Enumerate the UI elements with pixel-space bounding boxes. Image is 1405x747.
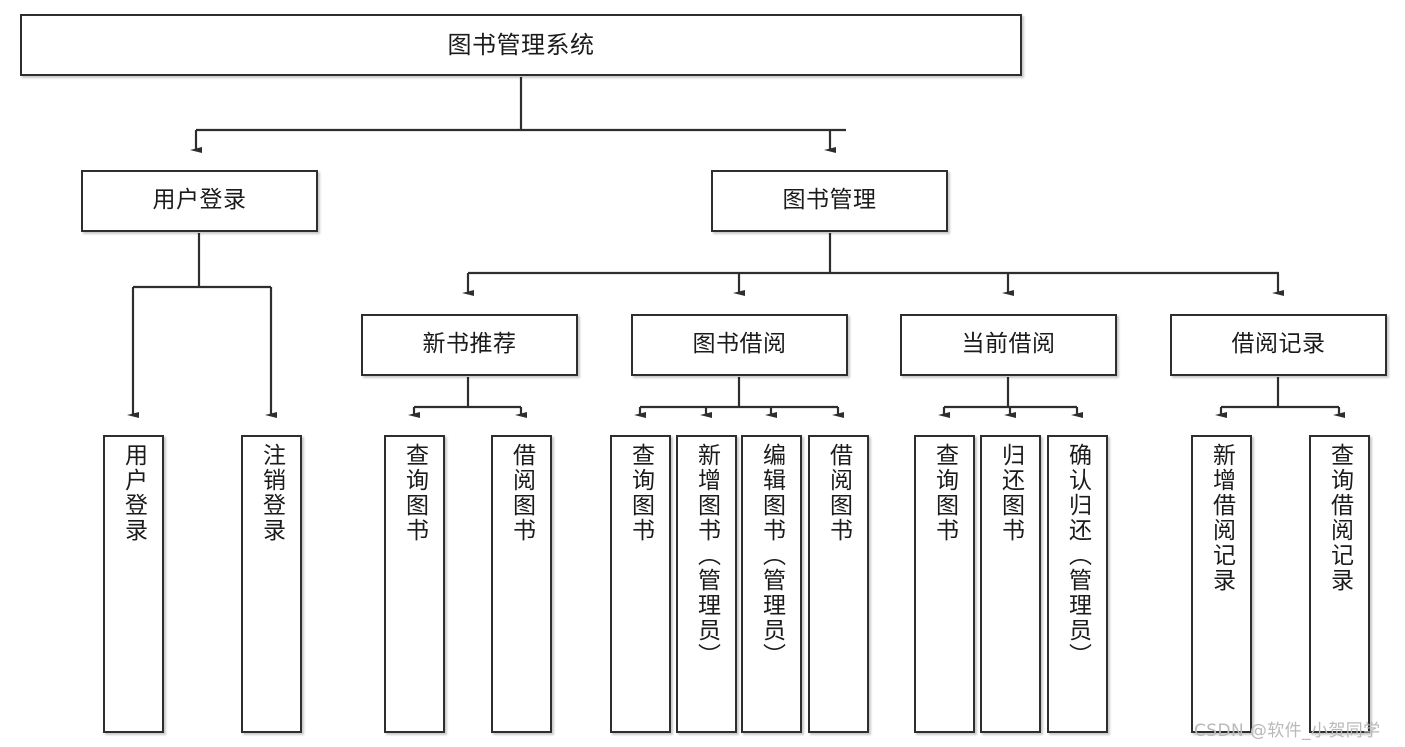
leaf-logout-login[interactable]: 注销登录 — [241, 435, 302, 733]
leaf-query-book-1[interactable]: 查询图书 — [384, 435, 445, 733]
leaf-label: 查询借阅记录 — [1326, 443, 1353, 593]
leaf-label: 编辑图书（管理员） — [758, 443, 785, 668]
leaf-borrow-book-1[interactable]: 借阅图书 — [491, 435, 552, 733]
leaf-label: 查询图书 — [401, 443, 428, 543]
leaf-label: 注销登录 — [258, 443, 285, 543]
node-current-borrow[interactable]: 当前借阅 — [900, 314, 1117, 376]
leaf-label: 归还图书 — [997, 443, 1024, 543]
leaf-user-login[interactable]: 用户登录 — [103, 435, 164, 733]
leaf-label: 借阅图书 — [508, 443, 535, 543]
leaf-label: 借阅图书 — [825, 443, 852, 543]
node-user-login[interactable]: 用户登录 — [81, 170, 318, 232]
leaf-add-book[interactable]: 新增图书（管理员） — [676, 435, 737, 733]
node-book-borrow[interactable]: 图书借阅 — [631, 314, 848, 376]
leaf-query-book-2[interactable]: 查询图书 — [610, 435, 671, 733]
leaf-add-record[interactable]: 新增借阅记录 — [1191, 435, 1252, 733]
node-book-manage[interactable]: 图书管理 — [711, 170, 948, 232]
node-new-book-recommend[interactable]: 新书推荐 — [361, 314, 578, 376]
leaf-label: 新增借阅记录 — [1208, 443, 1235, 593]
leaf-label: 查询图书 — [931, 443, 958, 543]
leaf-query-book-3[interactable]: 查询图书 — [914, 435, 975, 733]
leaf-query-record[interactable]: 查询借阅记录 — [1309, 435, 1370, 733]
leaf-label: 用户登录 — [120, 443, 147, 543]
node-borrow-record[interactable]: 借阅记录 — [1170, 314, 1387, 376]
leaf-borrow-book-2[interactable]: 借阅图书 — [808, 435, 869, 733]
leaf-confirm-return[interactable]: 确认归还（管理员） — [1047, 435, 1108, 733]
leaf-label: 新增图书（管理员） — [693, 443, 720, 668]
node-root-system[interactable]: 图书管理系统 — [20, 14, 1022, 76]
csdn-watermark: CSDN @软件_小贺同学 — [1194, 721, 1381, 741]
leaf-label: 确认归还（管理员） — [1064, 443, 1091, 668]
leaf-return-book[interactable]: 归还图书 — [980, 435, 1041, 733]
leaf-label: 查询图书 — [627, 443, 654, 543]
leaf-edit-book[interactable]: 编辑图书（管理员） — [741, 435, 802, 733]
